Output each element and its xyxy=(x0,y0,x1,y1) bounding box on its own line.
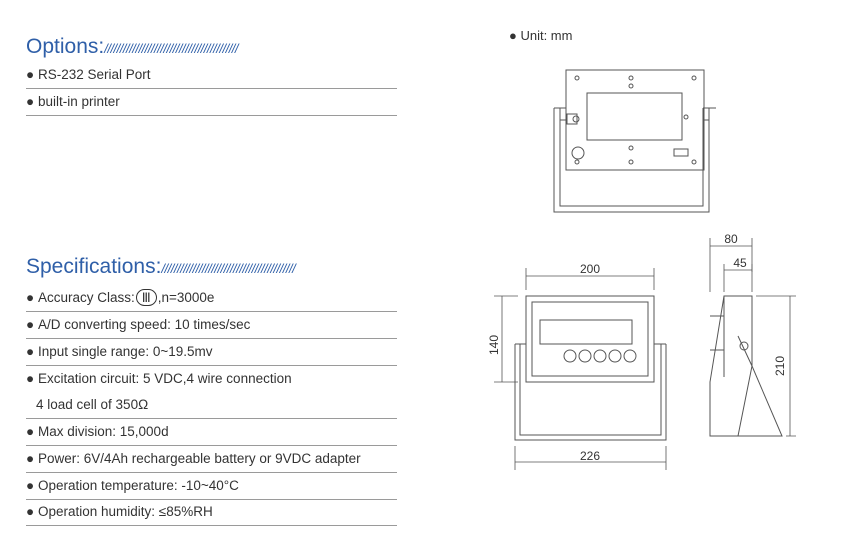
option-item-rs232: ●RS-232 Serial Port xyxy=(26,62,397,89)
spec-item-load-cell: 4 load cell of 350Ω xyxy=(26,392,397,419)
bullet-icon: ● xyxy=(26,67,35,82)
spec-item-max-division: ●Max division: 15,000d xyxy=(26,419,397,446)
bullet-icon: ● xyxy=(26,371,35,386)
accuracy-class-badge: Ⅲ xyxy=(135,289,157,306)
bullet-icon: ● xyxy=(26,478,35,493)
unit-label: ● Unit: mm xyxy=(509,28,573,43)
spec-label: Accuracy Class: xyxy=(38,290,135,305)
spec-label: Operation temperature: -10~40°C xyxy=(38,478,239,493)
side-view-drawing: 80 45 210 xyxy=(709,232,796,437)
bullet-icon: ● xyxy=(26,344,35,359)
option-item-printer: ●built-in printer xyxy=(26,89,397,116)
options-title: Options:////////////////////////////////… xyxy=(26,35,239,58)
spec-label: Operation humidity: ≤85%RH xyxy=(38,504,213,519)
spec-label: 4 load cell of 350Ω xyxy=(36,397,149,412)
rear-view-drawing xyxy=(553,69,716,213)
dim-height-label: 140 xyxy=(487,335,501,355)
spec-item-power: ●Power: 6V/4Ah rechargeable battery or 9… xyxy=(26,446,397,473)
bullet-icon: ● xyxy=(26,504,35,519)
spec-label: Excitation circuit: 5 VDC,4 wire connect… xyxy=(38,371,292,386)
spec-item-humidity: ●Operation humidity: ≤85%RH xyxy=(26,499,397,526)
dim-inner-depth-label: 45 xyxy=(733,256,747,270)
dim-total-height-label: 210 xyxy=(773,356,787,376)
spec-item-ad-speed: ●A/D converting speed: 10 times/sec xyxy=(26,312,397,339)
specifications-title-text: Specifications: xyxy=(26,255,162,278)
spec-label: Power: 6V/4Ah rechargeable battery or 9V… xyxy=(38,451,361,466)
options-title-text: Options: xyxy=(26,35,105,58)
spec-value: ,n=3000e xyxy=(157,290,215,305)
spec-item-excitation: ●Excitation circuit: 5 VDC,4 wire connec… xyxy=(26,366,397,392)
front-view-drawing: 200 140 226 xyxy=(487,262,667,470)
option-label: built-in printer xyxy=(38,94,120,109)
spec-item-input-range: ●Input single range: 0~19.5mv xyxy=(26,339,397,366)
title-decoration: ////////////////////////////////////////… xyxy=(161,261,296,276)
dim-total-width-label: 226 xyxy=(580,449,600,463)
bullet-icon: ● xyxy=(26,424,35,439)
bullet-icon: ● xyxy=(26,451,35,466)
spec-item-accuracy: ●Accuracy Class:Ⅲ,n=3000e xyxy=(26,285,397,312)
spec-item-temperature: ●Operation temperature: -10~40°C xyxy=(26,473,397,500)
dim-depth-label: 80 xyxy=(724,232,738,246)
spec-label: Input single range: 0~19.5mv xyxy=(38,344,213,359)
dim-width-label: 200 xyxy=(580,262,600,276)
title-decoration: ////////////////////////////////////////… xyxy=(104,41,239,56)
spec-label: Max division: 15,000d xyxy=(38,424,169,439)
spec-label: A/D converting speed: 10 times/sec xyxy=(38,317,251,332)
bullet-icon: ● xyxy=(26,94,35,109)
specifications-title: Specifications://///////////////////////… xyxy=(26,255,296,278)
bullet-icon: ● xyxy=(26,290,35,305)
bullet-icon: ● xyxy=(26,317,35,332)
option-label: RS-232 Serial Port xyxy=(38,67,151,82)
